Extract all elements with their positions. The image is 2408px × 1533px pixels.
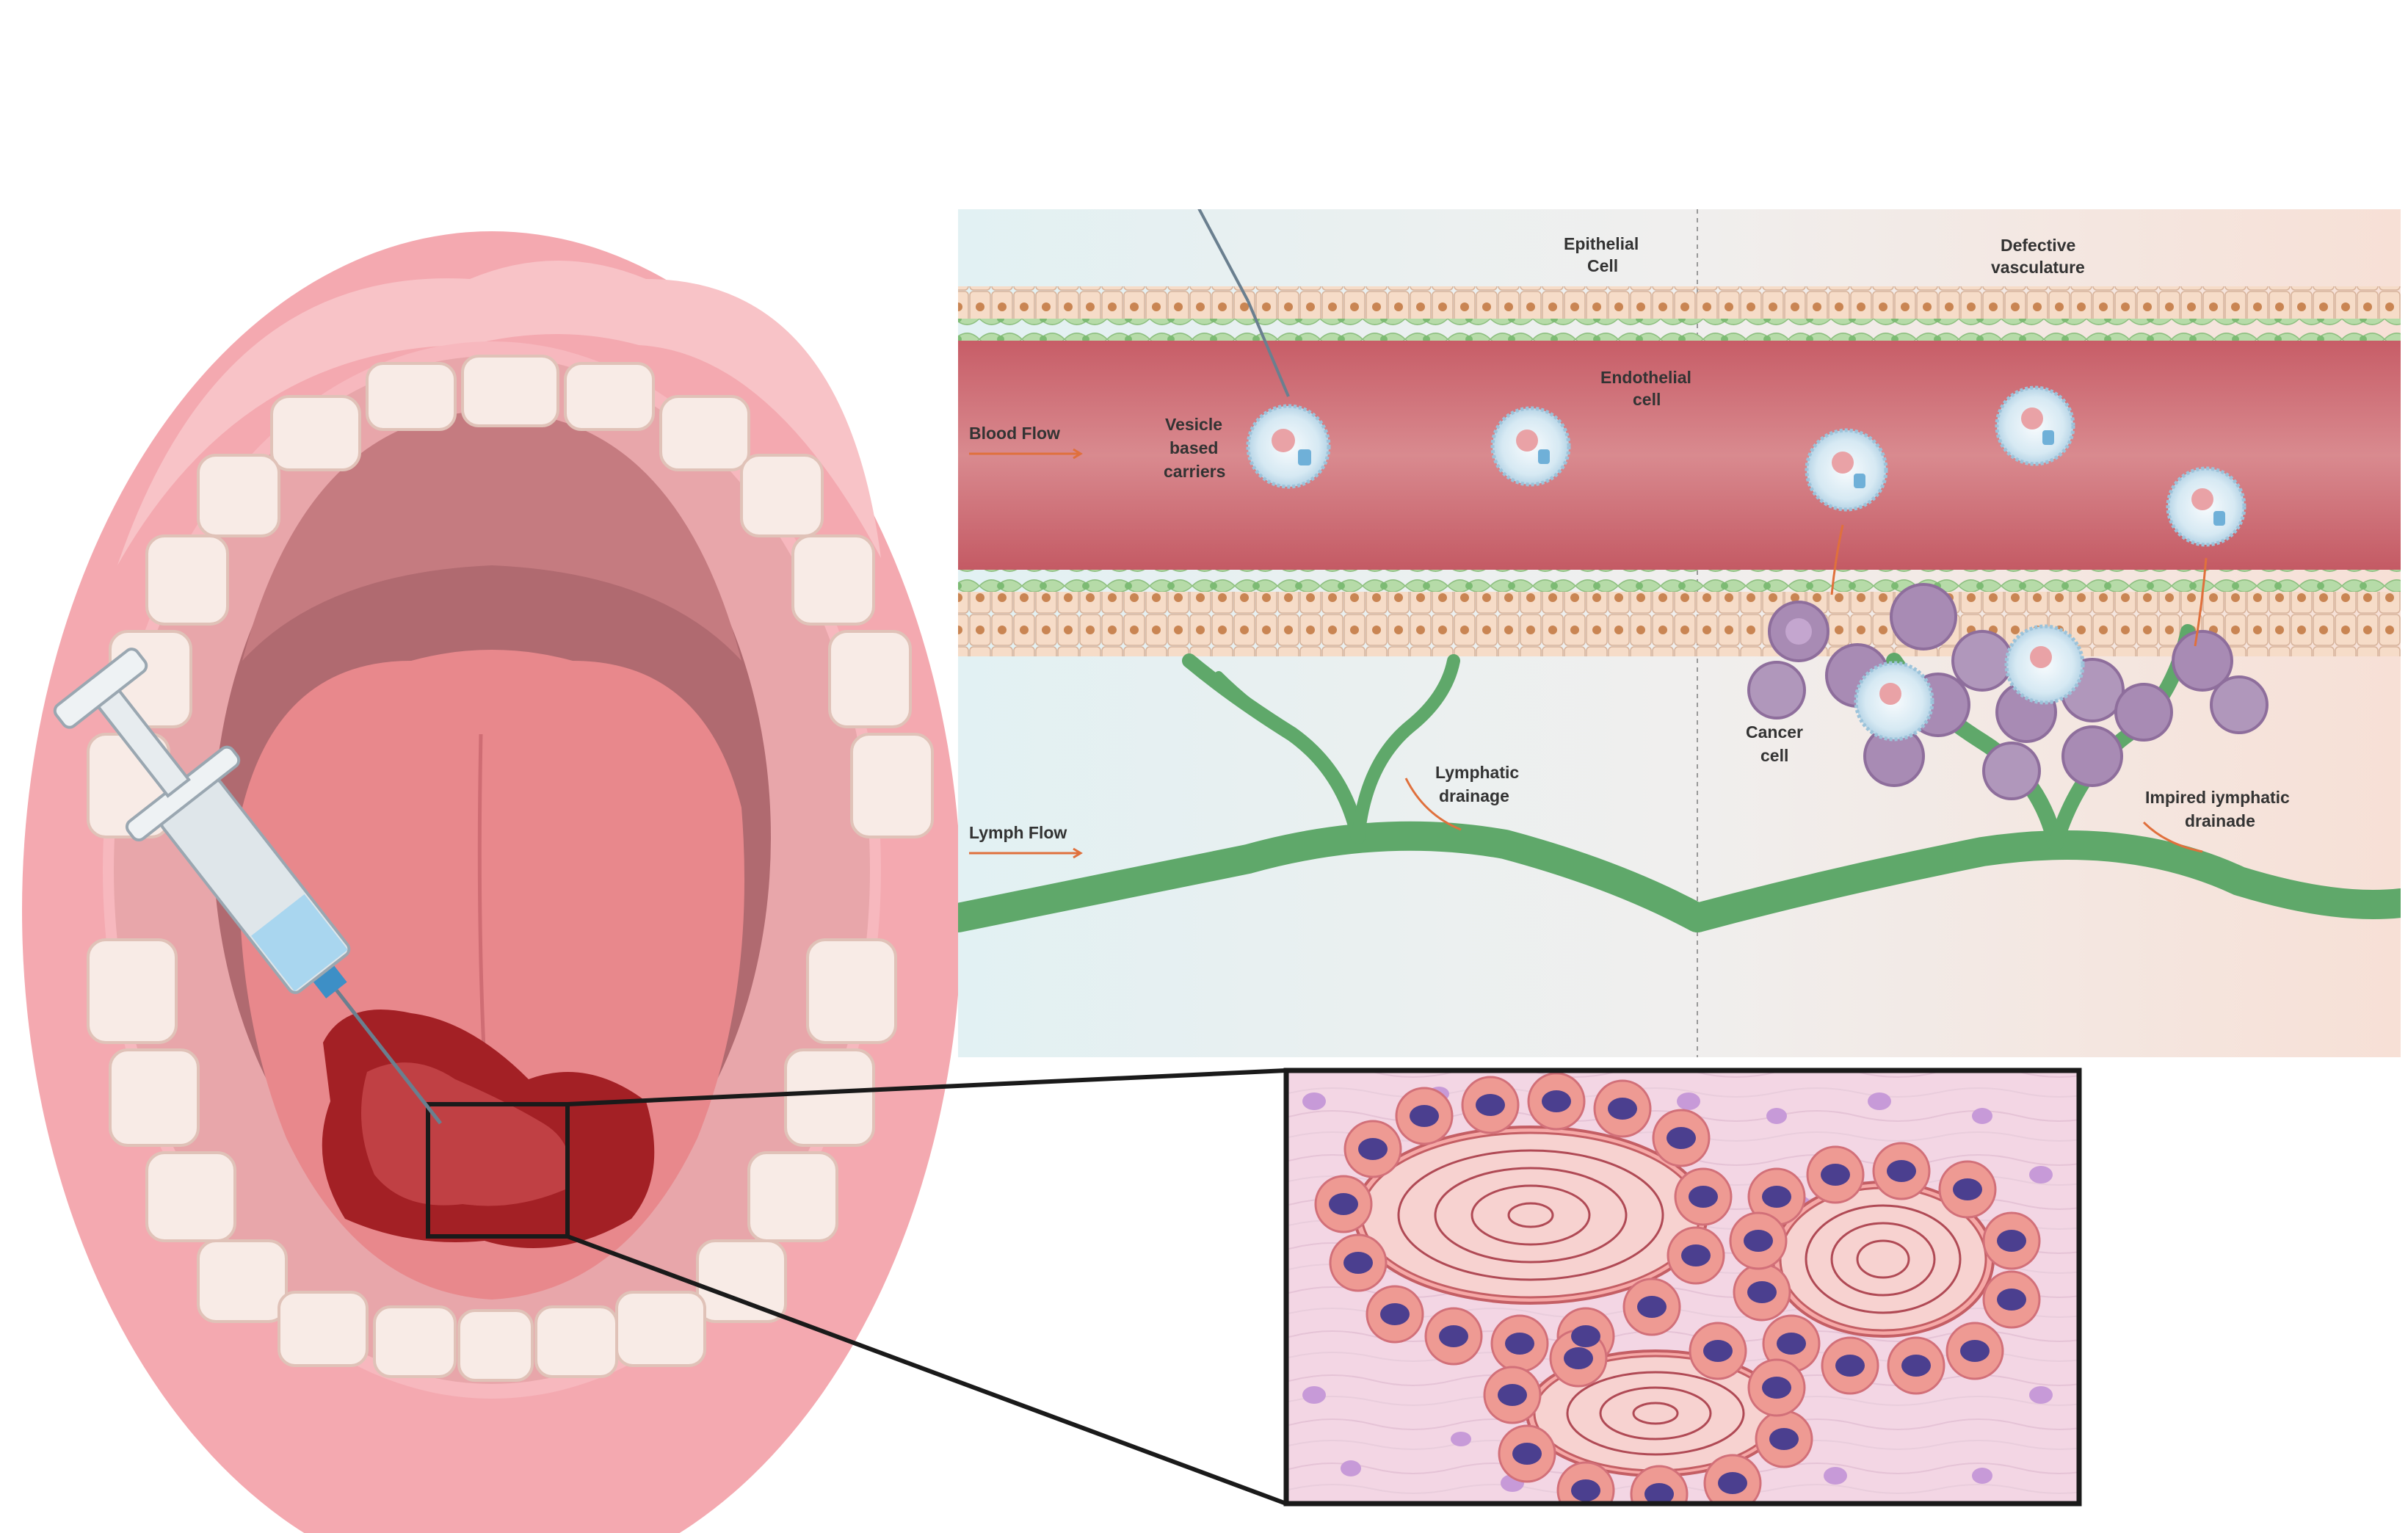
lymphatic-network (958, 624, 2401, 932)
cancer-label-2: cell (1760, 746, 1788, 765)
cancer-cell (2114, 683, 2173, 742)
flow-arrows (969, 448, 2208, 859)
blood-vessel (958, 341, 2401, 570)
epithelium-bottom-2 (958, 624, 2401, 656)
healthy-tissue-title: Healthy Tissue (1241, 178, 1406, 205)
vesicle-carrier (1854, 661, 1934, 742)
endothelial-label-1: Endothelial (1600, 368, 1691, 387)
cancer-cell-cluster (1747, 583, 2269, 800)
upper-teeth (87, 355, 934, 838)
epithelium-top (958, 286, 2401, 319)
tongue-groove (477, 733, 487, 1065)
vesicle-carrier-icon (1246, 404, 1331, 489)
endothelium-bottom (958, 570, 2401, 592)
palate (242, 411, 741, 661)
vesicle-carrier (1805, 428, 1888, 512)
vesicle-label-3: carriers (1164, 462, 1225, 481)
tissue-panel: Healthy Tissue Tumor Tissue Epithelial C… (958, 178, 2401, 1057)
cancer-cell (2210, 675, 2269, 734)
cancer-cell (2061, 725, 2123, 787)
defective-label-1: Defective (2001, 236, 2075, 255)
cancer-cell (2172, 630, 2233, 692)
epithelial-label-1: Epithelial (1564, 234, 1639, 253)
mouth-illustration (22, 231, 962, 1533)
cancer-cell (1982, 742, 2041, 800)
defective-label-2: vasculature (1991, 258, 2085, 277)
syringe-icon (1194, 209, 1250, 302)
tumor-lesion-inner (361, 1062, 570, 1206)
cancer-cell (1747, 661, 1806, 720)
lower-teeth (87, 938, 897, 1382)
keratin-pearl (1353, 1126, 1708, 1305)
vesicle-label-1: Vesicle (1165, 415, 1222, 434)
lymphatic-label-1: Lymphatic (1435, 763, 1519, 782)
blood-flow-label: Blood Flow (969, 424, 1060, 443)
histology-frame (1283, 1068, 2082, 1507)
panel-needle (1247, 300, 1290, 397)
syringe-icon (53, 648, 442, 1125)
vesicle-carrier (1490, 406, 1571, 487)
cancer-cell-icon (1768, 601, 1829, 662)
impaired-label-1: Impired iymphatic (2145, 788, 2290, 807)
zoom-connectors (566, 1068, 1288, 1506)
vesicle-carriers (1246, 385, 2246, 742)
vesicle-carrier (2166, 466, 2246, 547)
zoom-box (426, 1102, 570, 1239)
cancer-label-1: Cancer (1746, 722, 1803, 742)
lymphatic-label-2: drainage (1439, 786, 1509, 805)
impaired-label-2: drainade (2185, 811, 2255, 830)
epithelial-label-2: Cell (1587, 256, 1618, 275)
epithelium-bottom (958, 592, 2401, 624)
cancer-cell (1951, 630, 2013, 692)
endothelial-label-2: cell (1633, 390, 1661, 409)
tumor-cell-nuclei (1329, 1090, 2026, 1504)
vesicle-carrier (1995, 385, 2075, 466)
upper-lip-highlight (117, 261, 881, 565)
histology-inset (1283, 1068, 2082, 1507)
lymph-flow-label: Lymph Flow (969, 823, 1067, 842)
cancer-cell (1890, 583, 1957, 650)
vesicle-label-2: based (1169, 438, 1218, 457)
endothelium-top (958, 319, 2401, 341)
vesicle-carrier (2004, 624, 2085, 705)
tumor-tissue-title: Tumor Tissue (1966, 178, 2118, 205)
